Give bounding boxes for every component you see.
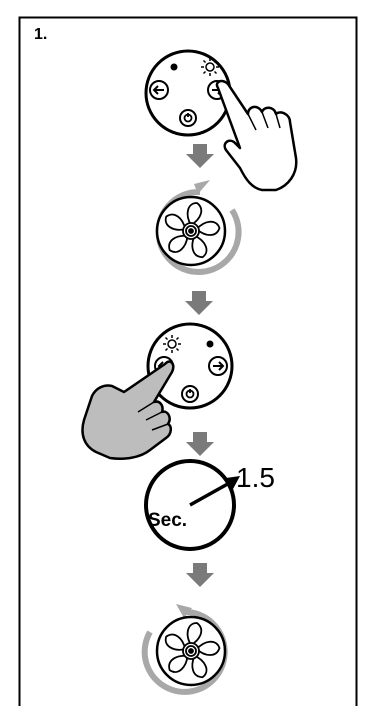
hand-pointer-right-icon [215, 79, 298, 192]
control-panel-top [144, 49, 232, 137]
timer-dial [144, 459, 240, 551]
down-arrow-icon-1 [186, 144, 214, 168]
fan-rotating-counterclockwise [141, 604, 228, 695]
panel-border [18, 16, 358, 706]
down-arrow-icon-3 [186, 432, 214, 456]
timer-unit: Sec. [148, 510, 188, 531]
right-arrow-button-icon [208, 356, 228, 376]
power-button-icon [179, 109, 197, 127]
indicator-dot-icon [170, 63, 178, 71]
power-button-icon [181, 385, 199, 403]
timer-arrow-icon [226, 476, 240, 489]
indicator-sun-icon [163, 335, 181, 353]
indicator-dot-icon [206, 340, 214, 348]
indicator-sun-icon [201, 58, 219, 76]
left-arrow-button-icon [149, 80, 169, 100]
hand-pointer-left-icon [81, 360, 175, 460]
timer-value: 1.5 [236, 462, 275, 493]
down-arrow-icon-4 [186, 563, 214, 587]
step-number: 1. [34, 26, 48, 43]
down-arrow-icon-2 [185, 291, 213, 315]
fan-rotating-clockwise [155, 180, 242, 275]
